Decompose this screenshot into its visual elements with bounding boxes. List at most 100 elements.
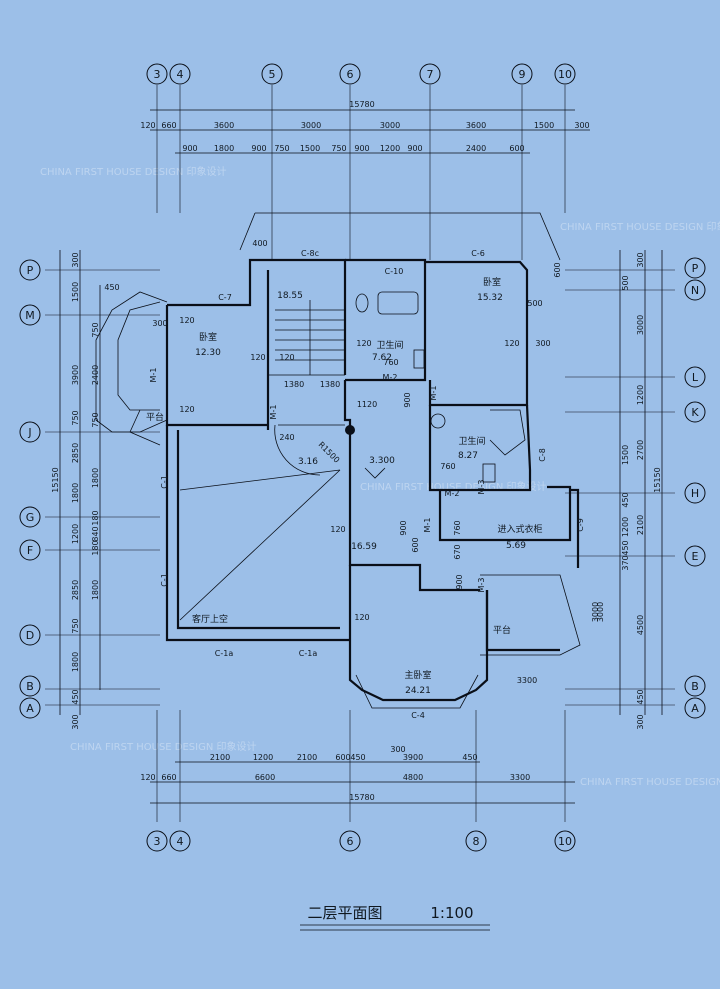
dimension-text: 1500	[300, 144, 320, 153]
dimension-text: 3900	[403, 753, 423, 762]
dimension-text: 450	[621, 492, 630, 507]
dimension-text: 120	[179, 405, 194, 414]
window-tag: C-1a	[215, 649, 234, 658]
dimension-text: 3000	[380, 121, 400, 130]
dimension-text: 15150	[51, 467, 60, 492]
dimension-text: 3000	[301, 121, 321, 130]
dimension-text: 450	[350, 753, 365, 762]
dimension-text: 15150	[653, 467, 662, 492]
dimension-text: 2850	[71, 580, 80, 600]
room-area: 24.21	[405, 686, 431, 696]
dimension-text: 370	[621, 555, 630, 570]
right-axis-bubbles: P N L K H E B A	[684, 257, 706, 719]
room-name: 卧室	[483, 276, 501, 288]
dimension-text: 3900	[71, 365, 80, 385]
axis-label: P	[692, 262, 699, 275]
stair	[275, 300, 345, 375]
dimension-text: 750	[331, 144, 346, 153]
dimension-text: 750	[71, 410, 80, 425]
dimension-text: 300	[636, 252, 645, 267]
axis-label: 3	[154, 835, 161, 848]
dimension-text: 120	[504, 339, 519, 348]
dimension-text: 15780	[349, 100, 374, 109]
window-tag: C-10	[385, 267, 404, 276]
dimension-text: 120	[179, 316, 194, 325]
bottom-dimensions: 2100 1200 2100 600 450 300 3900 450 120 …	[140, 745, 575, 804]
scale-text: 1:100	[430, 904, 473, 922]
axis-label: 4	[177, 835, 184, 848]
axis-label: 10	[558, 835, 572, 848]
dimension-text: 600	[335, 753, 350, 762]
dimension-text: 3000	[636, 315, 645, 335]
room-area: 5.69	[506, 541, 526, 551]
axis-label: L	[692, 371, 699, 384]
room-name: 进入式衣柜	[497, 523, 542, 535]
dimension-text: 300	[535, 339, 550, 348]
dimension-text: 3600	[466, 121, 486, 130]
window-tag: C-4	[411, 711, 425, 720]
axis-label: 6	[347, 68, 354, 81]
axis-grid	[45, 85, 675, 822]
dimension-text: 450	[104, 283, 119, 292]
watermark: CHINA FIRST HOUSE DESIGN 印象设计	[70, 740, 257, 753]
axis-label: F	[27, 544, 33, 557]
axis-label: J	[27, 426, 31, 439]
axis-label: K	[691, 406, 699, 419]
dimension-text: 4500	[636, 615, 645, 635]
dimension-text: 1800	[91, 468, 100, 488]
dimension-text: 750	[71, 618, 80, 633]
room-name: 平台	[493, 624, 511, 636]
room-labels: 卧室 12.30 18.55 卫生间 7.62 卧室 15.32 3.16 卫生…	[146, 276, 543, 696]
roof-outline	[239, 212, 581, 656]
dimension-text: 2400	[91, 365, 100, 385]
dimension-text: 660	[161, 773, 176, 782]
top-dimensions: 15780 120 660 3600 3000 3000 3600 1500 3…	[140, 100, 590, 154]
window-tag: C-7	[218, 293, 232, 302]
left-dimensions: 15150 300 1500 3900 750 2850 1800 1200 2…	[51, 250, 120, 730]
dimension-text: 760	[383, 358, 398, 367]
axis-label: 8	[473, 835, 480, 848]
room-area: 8.27	[458, 451, 478, 461]
room-name: 卫生间	[376, 339, 403, 351]
dimension-text: 120	[140, 773, 155, 782]
dimension-text: 400	[252, 239, 267, 248]
axis-label: 9	[519, 68, 526, 81]
right-dimensions: 15150 300 3000 1200 2700 2100 4500 450 3…	[553, 250, 663, 730]
dimension-text: 2850	[71, 443, 80, 463]
bottom-axis-bubbles: 3 4 6 8 10	[146, 830, 576, 852]
dimension-text: 750	[274, 144, 289, 153]
dimension-text: 300	[71, 252, 80, 267]
dimension-text: 1200	[253, 753, 273, 762]
dimension-text: 750	[91, 412, 100, 427]
dimension-text: 600	[509, 144, 524, 153]
wall-dimensions: 120 120 120 120 120 120 120 300 400 500 …	[152, 239, 600, 685]
dimension-text: 120	[354, 613, 369, 622]
axis-label: G	[26, 511, 35, 524]
window-tag: C-1	[160, 573, 169, 587]
room-name: 卧室	[199, 331, 217, 343]
room-area: 7.62	[372, 353, 392, 363]
room-area: 12.30	[195, 348, 221, 358]
axis-label: A	[691, 702, 699, 715]
dimension-text: 3300	[510, 773, 530, 782]
dimension-text: 670	[453, 544, 462, 559]
dimension-text: 3000	[596, 602, 605, 622]
dimension-text: 1800	[71, 652, 80, 672]
door-tag: M-3	[477, 578, 486, 593]
window-tag: C-1	[160, 475, 169, 489]
dimension-text: 760	[453, 520, 462, 535]
room-area: 18.55	[277, 291, 303, 301]
dimension-text: 120	[250, 353, 265, 362]
dimension-text: 1380	[320, 380, 340, 389]
window-tag: C-9	[576, 518, 585, 532]
door-tag: M-1	[269, 405, 278, 420]
room-name: 平台	[146, 411, 164, 423]
window-tags: C-7 C-8c C-10 C-6 C-1 C-1 C-1a C-1a C-4 …	[160, 249, 585, 720]
door-tag: M-3	[477, 480, 486, 495]
dimension-text: 300	[71, 714, 80, 729]
dimension-text: 840	[91, 526, 100, 541]
dimension-text: 1200	[380, 144, 400, 153]
dimension-text: 6600	[255, 773, 275, 782]
room-name: 客厅上空	[192, 613, 228, 625]
top-axis-bubbles: 3 4 5 6 7 9 10	[146, 63, 576, 85]
